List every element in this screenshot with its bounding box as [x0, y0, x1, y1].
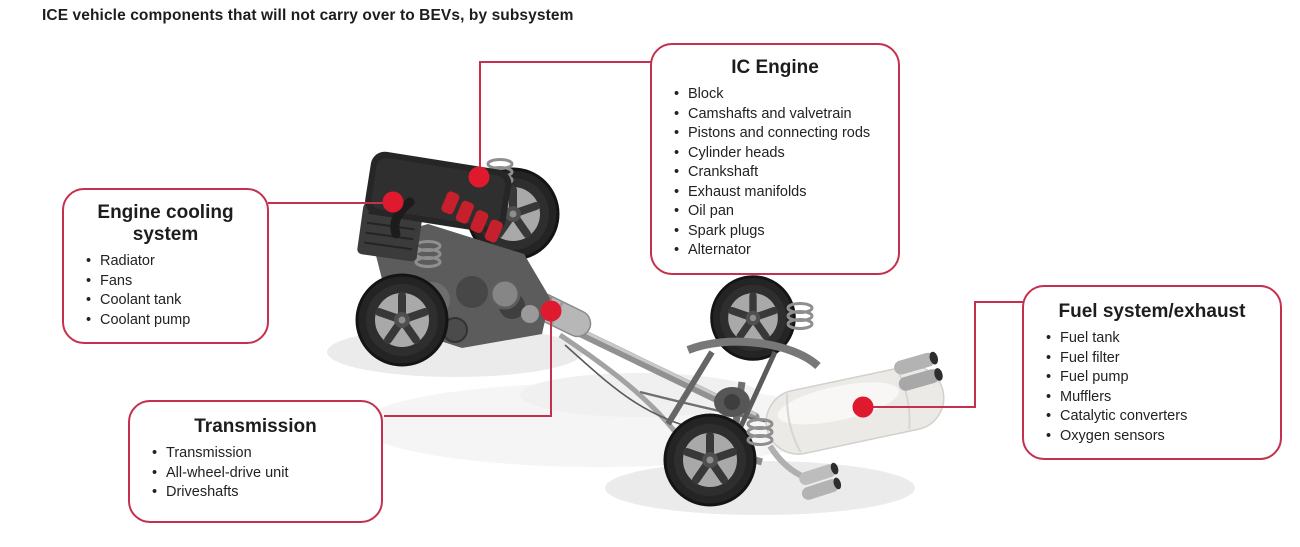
- exhaust-tips-lower: [799, 462, 842, 500]
- callout-engine-cooling-system: Engine cooling system RadiatorFansCoolan…: [62, 188, 269, 344]
- marker-dots: [382, 166, 874, 418]
- leader-lines: [268, 61, 1023, 417]
- callout-title: Engine cooling system: [97, 202, 234, 245]
- leader-line-transmission: [384, 313, 552, 417]
- front-axle-group: [356, 151, 559, 366]
- callout-item: Oxygen sensors: [1046, 427, 1270, 447]
- exhaust-tips-upper: [894, 351, 943, 391]
- marker-dot-fuel-exhaust: [852, 396, 874, 418]
- callout-title: Transmission: [194, 416, 317, 437]
- callout-item: Coolant tank: [86, 291, 257, 311]
- callout-item: Pistons and connecting rods: [674, 124, 888, 144]
- callout-item: Exhaust manifolds: [674, 183, 888, 203]
- callout-item: Transmission: [152, 444, 371, 464]
- engine-red-runners: [441, 191, 503, 243]
- callout-item: Fans: [86, 272, 257, 292]
- callout-item: Driveshafts: [152, 483, 371, 503]
- marker-dot-transmission: [540, 300, 562, 322]
- callout-item: All-wheel-drive unit: [152, 464, 371, 484]
- page-title: ICE vehicle components that will not car…: [42, 7, 574, 24]
- callout-item-list: TransmissionAll-wheel-drive unitDrivesha…: [146, 444, 371, 503]
- callout-item: Coolant pump: [86, 311, 257, 331]
- marker-dot-engine-cooling: [382, 191, 404, 213]
- callout-item: Crankshaft: [674, 163, 888, 183]
- callout-item: Cylinder heads: [674, 144, 888, 164]
- callout-item: Radiator: [86, 252, 257, 272]
- callout-item: Oil pan: [674, 202, 888, 222]
- marker-dot-ic-engine: [468, 166, 490, 188]
- callout-title: IC Engine: [731, 57, 819, 78]
- callout-title: Fuel system/exhaust: [1058, 301, 1246, 322]
- leader-line-ic-engine: [479, 61, 651, 176]
- callout-ic-engine: IC Engine BlockCamshafts and valvetrainP…: [650, 43, 900, 275]
- callout-item: Fuel pump: [1046, 368, 1270, 388]
- callout-item: Spark plugs: [674, 222, 888, 242]
- callout-item: Fuel tank: [1046, 329, 1270, 349]
- callout-transmission: Transmission TransmissionAll-wheel-drive…: [128, 400, 383, 523]
- callout-item: Mufflers: [1046, 388, 1270, 408]
- callout-item: Block: [674, 85, 888, 105]
- callout-item-list: Fuel tankFuel filterFuel pumpMufflersCat…: [1040, 329, 1270, 446]
- callout-item: Alternator: [674, 241, 888, 261]
- callout-item-list: RadiatorFansCoolant tankCoolant pump: [80, 252, 257, 330]
- callout-item-list: BlockCamshafts and valvetrainPistons and…: [668, 85, 888, 261]
- callout-item: Fuel filter: [1046, 349, 1270, 369]
- callout-fuel-system-exhaust: Fuel system/exhaust Fuel tankFuel filter…: [1022, 285, 1282, 460]
- callout-item: Camshafts and valvetrain: [674, 105, 888, 125]
- callout-item: Catalytic converters: [1046, 407, 1270, 427]
- leader-line-fuel-exhaust: [865, 301, 1023, 408]
